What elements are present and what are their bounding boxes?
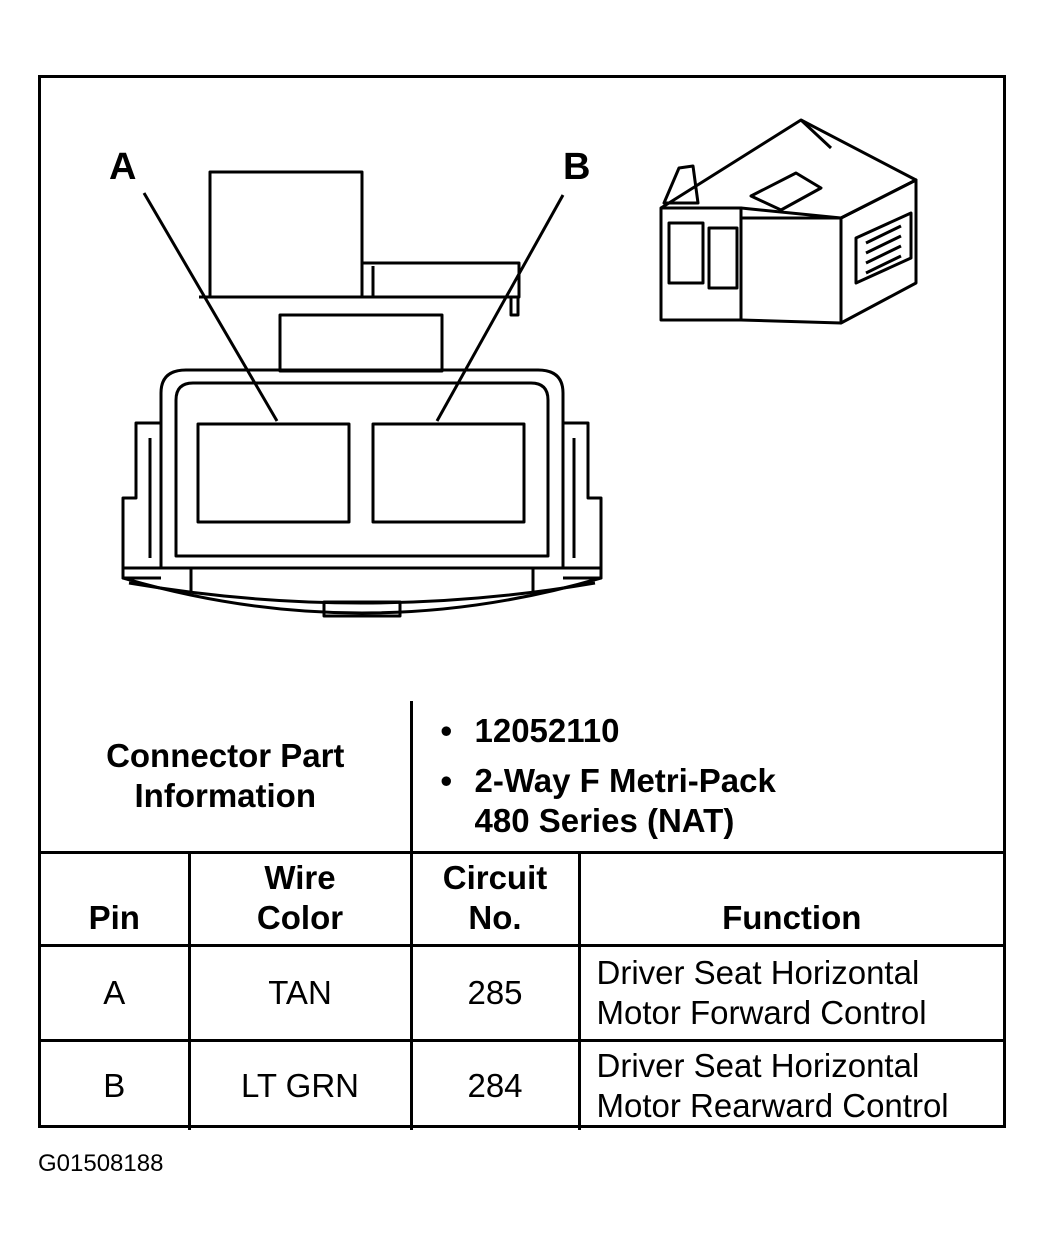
header-pin: Pin [41,851,191,947]
row-a-wire-color: TAN [187,944,413,1042]
leader-line-a [142,192,279,422]
row-b-circuit: 284 [409,1039,581,1130]
row-b-function: Driver Seat Horizontal Motor Rearward Co… [577,1039,1003,1130]
table-header-row: Pin Wire Color Circuit No. Function [41,851,1003,947]
leader-line-b [435,194,565,422]
connector-description: 2-Way F Metri-Pack 480 Series (NAT) [441,761,805,841]
connector-drawing [121,118,918,618]
connector-isometric-icon [659,118,918,325]
row-b-pin: B [41,1039,191,1130]
connector-face-icon [121,170,603,618]
diagram-frame: A B Connector Part Information 12052110 … [38,75,1006,1130]
pin-a-callout: A [109,146,137,188]
row-b-wire-color: LT GRN [187,1039,413,1130]
row-a-pin: A [41,944,191,1042]
table-row: B LT GRN 284 Driver Seat Horizontal Moto… [41,1039,1003,1130]
header-wire-color: Wire Color [187,851,413,947]
table-row: A TAN 285 Driver Seat Horizontal Motor F… [41,944,1003,1042]
connector-pin-table: Connector Part Information 12052110 2-Wa… [41,701,1003,1130]
pin-b-callout: B [563,146,591,188]
connector-info-values: 12052110 2-Way F Metri-Pack 480 Series (… [409,701,1004,854]
header-circuit-no: Circuit No. [409,851,581,947]
row-a-circuit: 285 [409,944,581,1042]
header-function: Function [577,851,1003,947]
connector-part-number: 12052110 [441,711,1004,751]
connector-diagram: A B [41,78,1003,701]
figure-id: G01508188 [38,1150,164,1177]
connector-info-row: Connector Part Information 12052110 2-Wa… [41,701,1004,854]
connector-info-label: Connector Part Information [41,701,413,854]
row-a-function: Driver Seat Horizontal Motor Forward Con… [577,944,1003,1042]
